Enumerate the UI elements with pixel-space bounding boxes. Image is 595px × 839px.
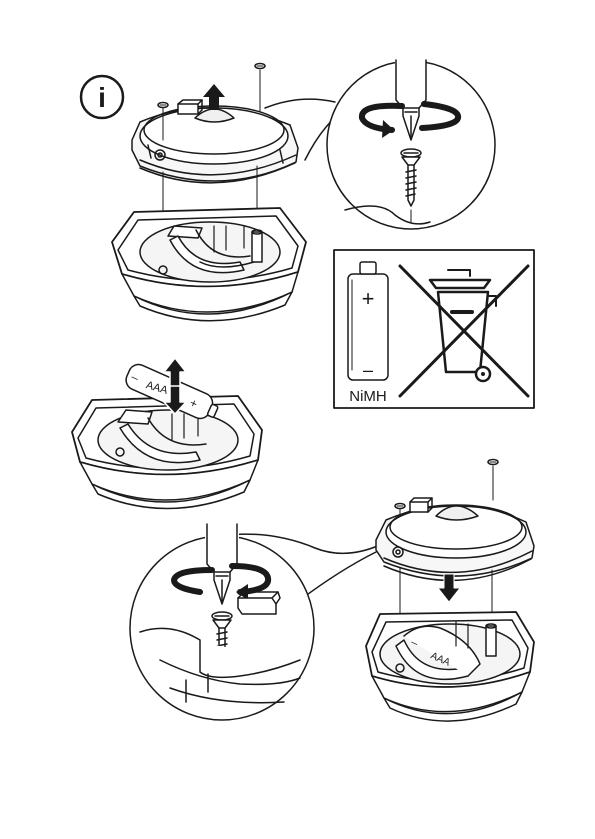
callout-tighten bbox=[130, 522, 380, 720]
device-base: AAA – bbox=[366, 612, 534, 721]
info-icon: i bbox=[81, 76, 123, 118]
info-symbol: i bbox=[98, 82, 106, 113]
device-base bbox=[112, 208, 306, 321]
disposal-panel: + – NiMH bbox=[334, 250, 534, 408]
battery-icon: + – bbox=[348, 262, 388, 380]
battery-chemistry-label: NiMH bbox=[349, 388, 387, 405]
step-3-lid-refit: AAA – bbox=[366, 460, 534, 722]
arrow-down-icon bbox=[438, 574, 460, 602]
battery-plus-label: + bbox=[362, 286, 375, 311]
battery-minus-label: – bbox=[363, 360, 373, 380]
step-2-battery-insert: AAA + – bbox=[72, 358, 262, 509]
callout-unscrew bbox=[265, 58, 495, 229]
device-base bbox=[72, 396, 262, 509]
screw-icon bbox=[255, 64, 265, 113]
device-lid bbox=[132, 100, 298, 183]
step-1-lid-removal bbox=[112, 64, 306, 321]
screw-icon bbox=[488, 460, 498, 501]
